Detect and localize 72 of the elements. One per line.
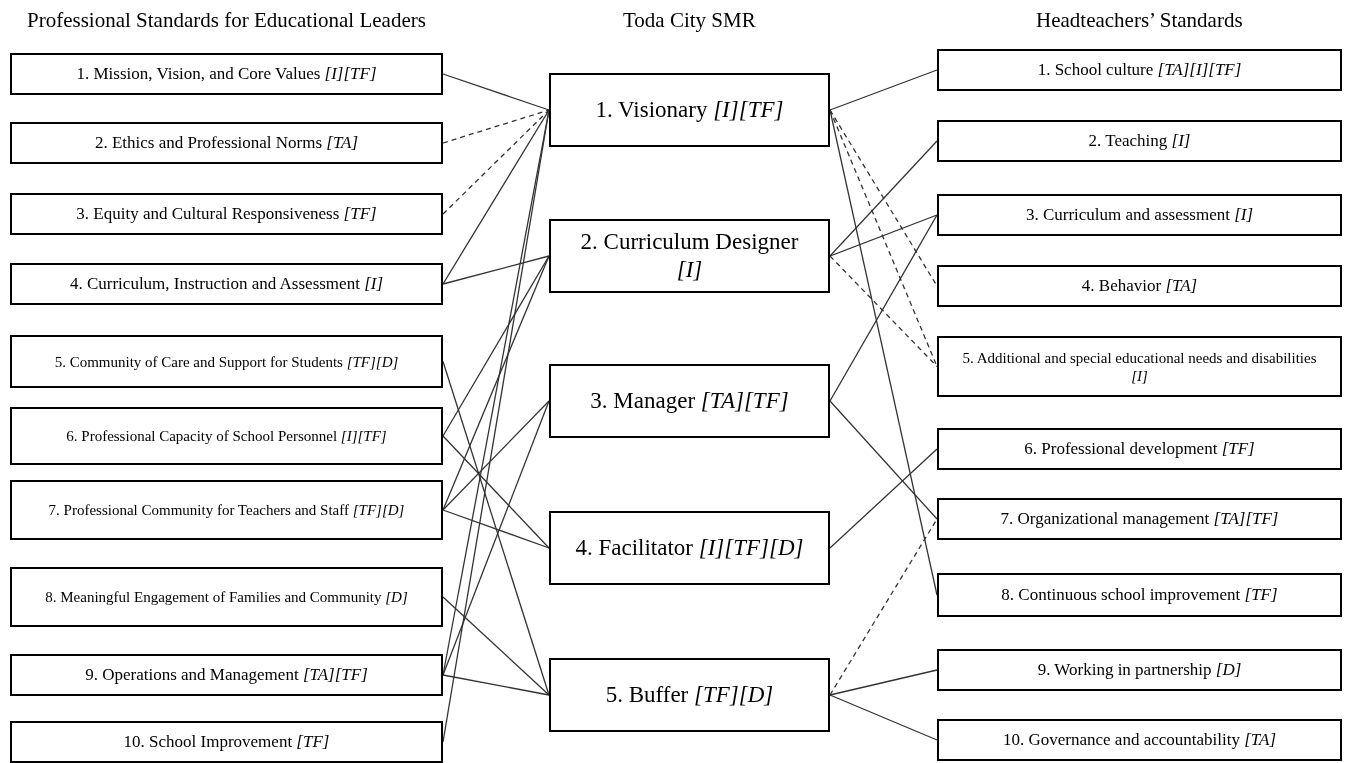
standard-text: 9. Operations and Management [TA][TF]	[85, 664, 368, 686]
standard-box	[10, 263, 443, 305]
connector-line	[829, 669, 938, 696]
standard-box	[549, 511, 830, 585]
dashed-connector	[442, 109, 550, 144]
standard-text: 8. Continuous school improvement [TF]	[1001, 584, 1278, 606]
standard-box	[10, 335, 443, 388]
standard-box	[10, 480, 443, 540]
standard-box	[937, 120, 1342, 162]
connector-line	[442, 435, 550, 549]
standard-text: 3. Manager [TA][TF]	[590, 387, 789, 415]
standard-text: 10. School Improvement [TF]	[123, 731, 330, 753]
standard-text: 1. Visionary [I][TF]	[595, 96, 784, 124]
standard-text: 4. Behavior [TA]	[1081, 275, 1198, 297]
standard-text: 4. Facilitator [I][TF][D]	[575, 534, 804, 562]
standard-box	[937, 498, 1342, 540]
standard-box	[937, 649, 1342, 691]
connector-line	[442, 109, 550, 285]
connector-line	[442, 73, 550, 111]
column-heading: Toda City SMR	[623, 8, 756, 33]
standard-box	[549, 73, 830, 147]
standard-text: 2. Ethics and Professional Norms [TA]	[94, 132, 359, 154]
standard-box	[10, 407, 443, 465]
standard-box	[937, 194, 1342, 236]
dashed-connector	[442, 109, 550, 215]
connector-line	[829, 214, 938, 257]
standard-box	[937, 573, 1342, 617]
standard-text: 4. Curriculum, Instruction and Assessment [I]	[69, 273, 384, 295]
standard-text: 5. Buffer [TF][D]	[605, 681, 774, 709]
connector-line	[442, 255, 550, 437]
standard-text: 6. Professional Capacity of School Personnel [I][TF]	[66, 427, 387, 445]
column-heading: Professional Standards for Educational Leaders	[27, 8, 426, 33]
standard-text: 7. Organizational management [TA][TF]	[1000, 508, 1279, 530]
standard-text: 3. Curriculum and assessment [I]	[1025, 204, 1254, 226]
connector-line	[829, 448, 938, 549]
standard-box	[937, 336, 1342, 397]
standard-text: 7. Professional Community for Teachers and Staff [TF][D]	[48, 501, 405, 519]
connector-line	[829, 140, 938, 257]
standard-box	[937, 428, 1342, 470]
connector-line	[442, 400, 550, 511]
standard-text: 10. Governance and accountability [TA]	[1003, 729, 1276, 751]
standard-box	[937, 719, 1342, 761]
standard-box	[549, 219, 830, 293]
standard-box	[937, 49, 1342, 91]
standard-text: 6. Professional development [TF]	[1024, 438, 1255, 460]
connector-line	[829, 400, 938, 520]
standard-box	[10, 721, 443, 763]
standard-text: 2. Teaching [I]	[1088, 130, 1191, 152]
connector-line	[829, 694, 938, 741]
standard-text: 1. School culture [TA][I][TF]	[1037, 59, 1242, 81]
connector-line	[442, 596, 550, 696]
standard-box	[10, 567, 443, 627]
standard-box	[549, 658, 830, 732]
standard-text: 5. Additional and special educational needs and disabilities [I]	[961, 348, 1318, 385]
connector-line	[442, 255, 550, 285]
standard-box	[10, 193, 443, 235]
standard-box	[10, 122, 443, 164]
standard-box	[10, 53, 443, 95]
connector-line	[442, 509, 550, 549]
standard-text: 1. Mission, Vision, and Core Values [I][TF]	[76, 63, 377, 85]
standard-text: 9. Working in partnership [D]	[1037, 659, 1242, 681]
standard-box	[549, 364, 830, 438]
connector-line	[829, 214, 938, 402]
standard-box	[937, 265, 1342, 307]
standard-text: 5. Community of Care and Support for Students [TF][D]	[54, 352, 399, 371]
standard-text: 2. Curriculum Designer [I]	[579, 228, 800, 284]
standard-text: 3. Equity and Cultural Responsiveness [TF]	[76, 203, 377, 225]
column-heading: Headteachers’ Standards	[1036, 8, 1243, 33]
connector-line	[829, 69, 938, 111]
standard-box	[10, 654, 443, 696]
connector-line	[442, 674, 550, 696]
standard-text: 8. Meaningful Engagement of Families and Community [D]	[45, 588, 408, 606]
